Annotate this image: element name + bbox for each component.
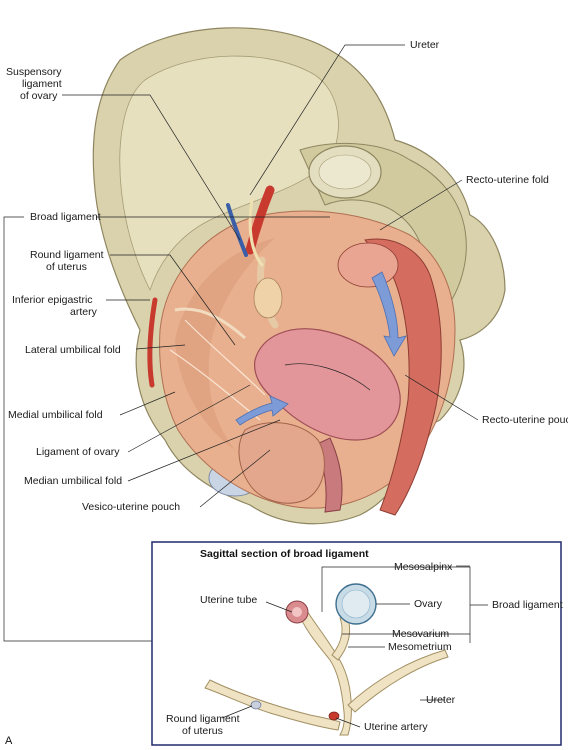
recto-uterine-arrow [371, 271, 407, 357]
iliac-fossa [119, 55, 339, 292]
inset-label-ureter: Ureter [426, 694, 456, 706]
label-medial-umbilical-fold: Medial umbilical fold [8, 409, 103, 421]
panel-letter: A [5, 735, 13, 747]
rectum [364, 238, 442, 516]
label-recto-uterine-fold: Recto-uterine fold [466, 174, 549, 186]
label-ligament-of-ovary: Ligament of ovary [36, 446, 120, 458]
inset-label-ovary: Ovary [414, 598, 443, 610]
inset-sagittal-section: Sagittal section of broad ligament Mesos… [151, 541, 563, 746]
ureter-fold [347, 649, 449, 713]
ureter-vessel [248, 198, 264, 267]
inferior-epigastric-artery [147, 297, 158, 388]
peritoneum-shading [175, 238, 275, 450]
label-recto-uterine-pouch: Recto-uterine pouch [482, 414, 568, 426]
mesovarium-sheet [331, 614, 351, 661]
inset-label-uterine-tube: Uterine tube [200, 594, 257, 606]
main-labels: Suspensory ligament of ovary Ureter Broa… [6, 39, 568, 513]
label-lateral-umbilical-fold: Lateral umbilical fold [25, 344, 121, 356]
bladder [238, 422, 325, 504]
round-ligament-limb [204, 679, 341, 731]
label-vesico-uterine-pouch: Vesico-uterine pouch [82, 501, 180, 513]
leader-lines [3, 44, 479, 642]
uterine-cavity [284, 363, 371, 391]
ovary [253, 277, 283, 319]
pelvis-illustration [92, 27, 506, 525]
inset-label-broad-ligament: Broad ligament [492, 599, 563, 611]
inset-uterine-tube-lumen [292, 607, 302, 617]
inset-label-uterine-artery: Uterine artery [364, 721, 428, 733]
label-broad-ligament: Broad ligament [30, 211, 101, 223]
inset-label-mesosalpinx: Mesosalpinx [394, 561, 453, 573]
label-suspensory-ligament: Suspensory ligament of ovary [6, 66, 65, 102]
inset-label-mesometrium: Mesometrium [388, 641, 452, 653]
label-round-ligament-uterus: Round ligament of uterus [30, 249, 106, 273]
label-ureter: Ureter [410, 39, 440, 51]
round-ligament [174, 307, 247, 340]
inset-title: Sagittal section of broad ligament [200, 548, 369, 560]
inset-label-mesovarium: Mesovarium [392, 628, 449, 640]
vertebral-disc [318, 154, 372, 190]
vesico-uterine-arrow [235, 395, 289, 426]
rectum-lumen [337, 242, 399, 288]
iliac-vein [226, 203, 248, 257]
label-median-umbilical-fold: Median umbilical fold [24, 475, 122, 487]
label-inferior-epigastric: Inferior epigastric artery [12, 294, 98, 318]
inset-label-round-ligament: Round ligament of uterus [166, 713, 242, 737]
inset-round-ligament-end [250, 700, 262, 710]
inset-ovary-surface [341, 589, 371, 619]
